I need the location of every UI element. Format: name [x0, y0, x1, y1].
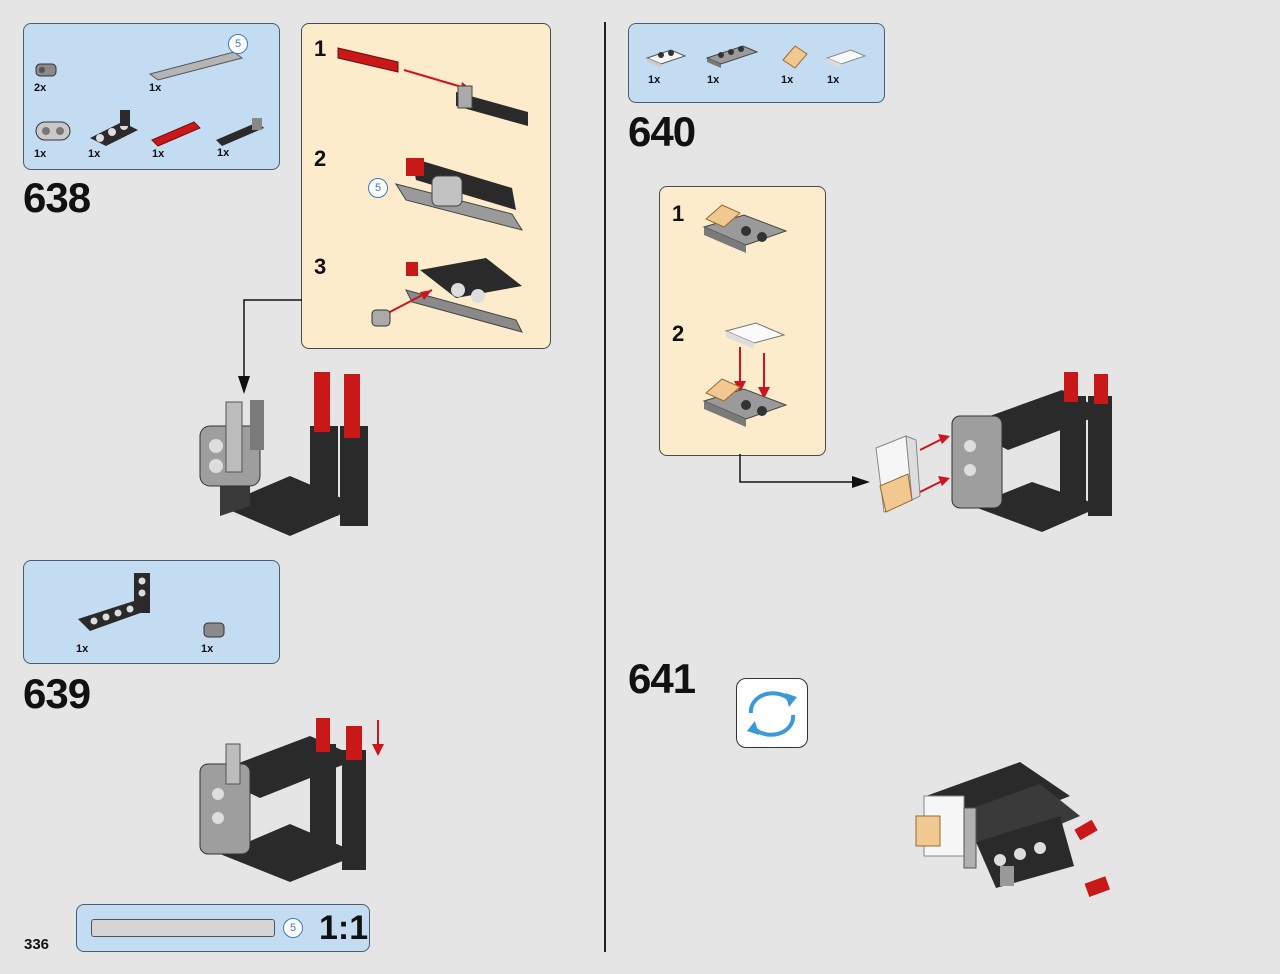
length-callout: 5 — [228, 34, 248, 54]
callout-leader-arrow — [238, 299, 302, 394]
step-number-639: 639 — [23, 670, 91, 717]
substep-2-illustration — [394, 158, 524, 231]
substep-1-illustration — [702, 204, 788, 253]
part-qty: 1x — [76, 643, 89, 655]
liftarm-3x3-icon — [90, 110, 138, 146]
liftarm-2-icon — [35, 121, 71, 141]
axle-scale-bar — [91, 919, 275, 937]
part-qty: 1x — [648, 74, 661, 86]
bush-icon — [35, 63, 57, 77]
callout-leader-arrow — [739, 454, 870, 488]
part-qty: 1x — [152, 148, 165, 160]
plate-1x3-icon — [705, 45, 759, 68]
substep-number: 2 — [672, 321, 685, 346]
step-number-638: 638 — [23, 174, 91, 221]
part-qty: 1x — [707, 74, 720, 86]
part-qty: 1x — [201, 643, 214, 655]
substep-1-illustration — [337, 47, 528, 126]
part-qty: 1x — [149, 82, 162, 94]
parts-list-640: 1x 1x 1x 1x — [628, 23, 885, 103]
model-638 — [199, 372, 368, 536]
part-qty: 1x — [781, 74, 794, 86]
length-callout: 5 — [368, 178, 388, 198]
model-640 — [875, 372, 1112, 532]
subassembly-638: 1 2 5 3 — [301, 23, 551, 349]
part-qty: 2x — [34, 82, 47, 94]
plate-1x2-icon — [645, 49, 687, 68]
model-639 — [199, 718, 384, 882]
substep-2-illustration — [702, 322, 788, 427]
step-number-641: 641 — [628, 655, 696, 702]
page-number: 336 — [24, 936, 50, 953]
substep-number: 3 — [314, 254, 327, 279]
rotate-model-icon — [736, 678, 808, 748]
l-beam-icon — [78, 573, 150, 631]
page-divider — [604, 22, 606, 952]
black-pin-icon — [216, 118, 264, 146]
substep-number: 1 — [314, 36, 327, 61]
subassembly-640: 1 2 — [659, 186, 826, 456]
substep-number: 1 — [672, 201, 685, 226]
parts-list-638: 2x 5 1x 1x 1x 1x 1x — [23, 23, 280, 170]
scale-ruler: 5 1:1 — [76, 904, 370, 952]
length-callout: 5 — [283, 918, 303, 938]
scale-label: 1:1 — [319, 909, 369, 947]
part-qty: 1x — [217, 147, 230, 159]
part-qty: 1x — [88, 148, 101, 160]
parts-list-639: 1x 1x — [23, 560, 280, 664]
substep-3-illustration — [371, 258, 523, 333]
model-641 — [915, 762, 1111, 897]
axle-5-icon — [148, 51, 244, 81]
part-qty: 1x — [34, 148, 47, 160]
step-number-640: 640 — [628, 108, 696, 155]
slope-trans-orange-icon — [782, 45, 808, 69]
tile-trans-clear-icon — [825, 49, 867, 68]
red-axle-pin-icon — [151, 121, 201, 147]
bush-icon — [203, 622, 225, 638]
part-qty: 1x — [827, 74, 840, 86]
substep-number: 2 — [314, 146, 327, 171]
